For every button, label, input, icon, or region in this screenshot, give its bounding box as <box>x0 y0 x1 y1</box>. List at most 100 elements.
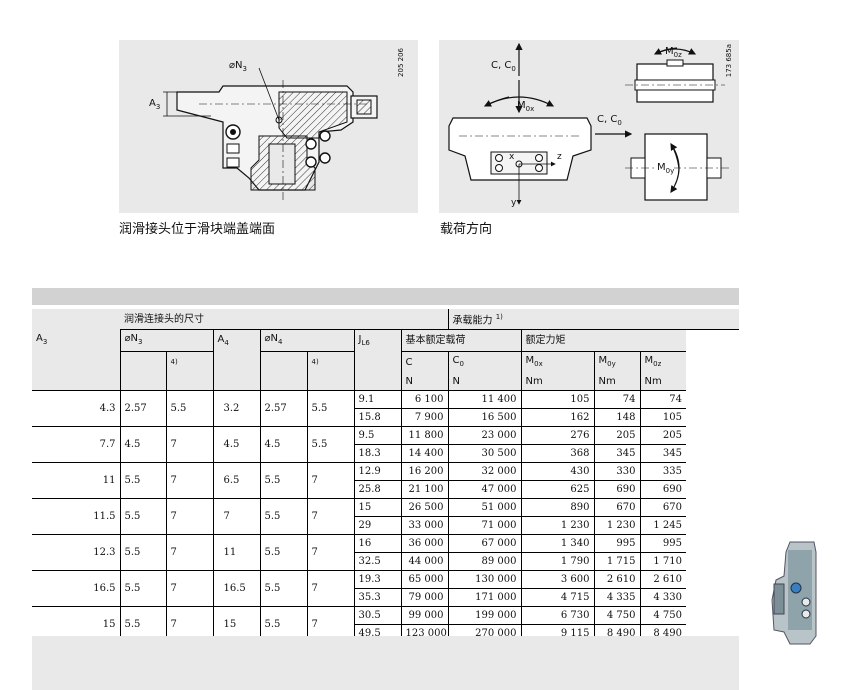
cell-c: 79 000 <box>400 588 449 607</box>
label-n3-sub: 3 <box>242 65 247 73</box>
cell-mox: 4 715 <box>520 588 595 607</box>
h-jl6-sub: L6 <box>361 338 370 347</box>
cell-n4b: 5.5 <box>306 390 354 427</box>
cell-c: 33 000 <box>400 516 449 535</box>
figure1-code: 205 206 <box>397 48 405 77</box>
h-n3: ⌀N <box>124 333 139 345</box>
header-load-note: 1) <box>495 313 503 321</box>
cell-moy: 148 <box>593 408 641 427</box>
header-moy: M0y <box>593 351 641 374</box>
h-n4-sub: 4 <box>278 338 283 347</box>
cell-moy: 345 <box>593 444 641 463</box>
cell-n4b: 5.5 <box>306 426 354 463</box>
h-c0: C <box>452 355 460 367</box>
cell-mox: 625 <box>520 480 595 499</box>
cell-a4: 11 <box>212 534 260 571</box>
cell-c: 65 000 <box>400 570 449 589</box>
figure2-code: 173 685a <box>725 44 733 78</box>
cell-moz: 1 245 <box>639 516 687 535</box>
cell-n4b: 7 <box>306 462 354 499</box>
cell-moz: 690 <box>639 480 687 499</box>
h-moy: M <box>598 355 608 367</box>
cell-c0: 67 000 <box>447 534 522 553</box>
cell-c0: 32 000 <box>447 462 522 481</box>
cell-c: 11 800 <box>400 426 449 445</box>
header-jl6: JL6 <box>353 329 401 352</box>
h-n3-sub: 3 <box>138 338 143 347</box>
axis-x-label: x <box>509 152 515 162</box>
cell-n3b: 5.5 <box>165 390 213 427</box>
load-direction-drawing: C, C0 C, C0 M0x M0z M0y x z y 173 685a <box>439 40 739 213</box>
cell-n4: 5.5 <box>259 498 307 535</box>
cell-mox: 890 <box>520 498 595 517</box>
header-a3: A3 <box>32 330 120 352</box>
cell-c0: 171 000 <box>447 588 522 607</box>
figure2-caption: 载荷方向 <box>440 222 493 237</box>
cell-moz: 1 710 <box>639 552 687 571</box>
cell-jl6: 12.9 <box>353 462 401 481</box>
cell-n4: 5.5 <box>259 534 307 571</box>
cell-moy: 1 715 <box>593 552 641 571</box>
label-c2-text: C, C <box>597 114 618 125</box>
h-mox: M <box>525 355 535 367</box>
header-dims-text: 润滑连接头的尺寸 <box>124 313 204 325</box>
cell-jl6: 15 <box>353 498 401 517</box>
header-mox: M0x <box>520 351 595 374</box>
label-c2-sub: 0 <box>617 119 622 127</box>
lubrication-drawing: ⌀N3 A3 205 206 <box>119 40 418 213</box>
header-c0: C0 <box>447 351 522 374</box>
cell-n3: 5.5 <box>119 462 166 499</box>
lubrication-drawing-svg <box>163 67 378 200</box>
cell-moy: 2 610 <box>593 570 641 589</box>
label-mox-text: M <box>517 100 526 111</box>
cell-c0: 71 000 <box>447 516 522 535</box>
figure1-caption: 润滑接头位于滑块端盖端面 <box>119 222 276 237</box>
cell-a3: 11 <box>32 462 120 499</box>
cell-n4b: 7 <box>306 498 354 535</box>
cell-n4: 5.5 <box>259 570 307 607</box>
header-note4-a: 4) <box>165 351 213 374</box>
cell-jl6: 9.5 <box>353 426 401 445</box>
header-n4: ⌀N4 <box>259 329 354 353</box>
cell-a3: 11.5 <box>32 498 120 535</box>
axis-y-label: y <box>511 198 517 208</box>
cell-a3: 12.3 <box>32 534 120 571</box>
h-c0-sub: 0 <box>459 360 464 369</box>
h-moz-sub: 0z <box>653 360 662 369</box>
unit-mox: Nm <box>520 373 595 391</box>
cell-jl6: 29 <box>353 516 401 535</box>
cell-jl6: 25.8 <box>353 480 401 499</box>
cell-jl6: 16 <box>353 534 401 553</box>
axis-z-label: z <box>557 152 562 162</box>
h-jl6: J <box>358 333 362 345</box>
cell-moy: 670 <box>593 498 641 517</box>
header-load-text: 承载能力 <box>452 315 493 327</box>
cell-a3: 16.5 <box>32 570 120 607</box>
unit-c0: N <box>447 373 522 391</box>
cell-moz: 105 <box>639 408 687 427</box>
cell-n3: 5.5 <box>119 570 166 607</box>
header-row-3: 4) 4) C C0 M0x M0y M0z <box>32 351 740 374</box>
cell-c: 7 900 <box>400 408 449 427</box>
load-direction-svg <box>448 42 729 205</box>
cell-a4: 16.5 <box>212 570 260 607</box>
cell-moy: 205 <box>593 426 641 445</box>
label-mox: M0x <box>517 100 534 113</box>
label-moy-sub: 0y <box>665 167 675 175</box>
header-row-units: N N Nm Nm Nm <box>32 373 740 391</box>
label-n3-text: ⌀N <box>229 60 243 71</box>
cell-c0: 130 000 <box>447 570 522 589</box>
cell-c0: 199 000 <box>447 606 522 625</box>
cell-jl6: 19.3 <box>353 570 401 589</box>
header-note4-b: 4) <box>306 351 354 374</box>
cell-mox: 1 230 <box>520 516 595 535</box>
label-a3: A3 <box>149 98 160 111</box>
header-c: C <box>400 351 449 374</box>
cell-c0: 11 400 <box>447 390 522 409</box>
label-a3-text: A <box>149 98 156 109</box>
